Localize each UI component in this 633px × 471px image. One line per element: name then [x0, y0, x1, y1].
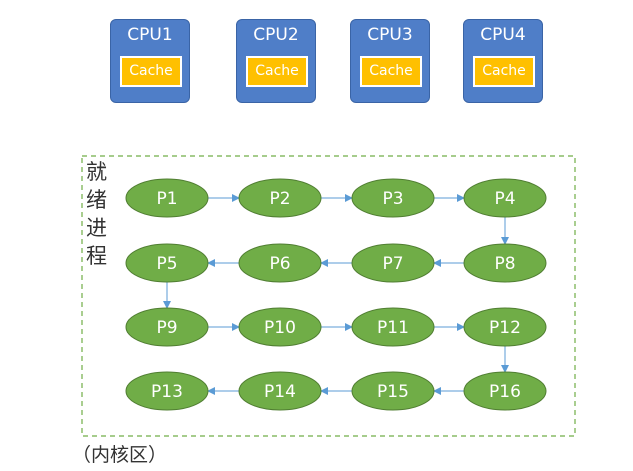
process-node	[125, 243, 209, 283]
process-label: P1	[156, 189, 177, 209]
cpu-4-label: CPU4	[480, 25, 526, 45]
process-node	[125, 178, 209, 218]
cpu-1-label: CPU1	[127, 25, 173, 45]
cpu-1: CPU1 Cache	[110, 19, 190, 103]
cpu-2-cache: Cache	[246, 56, 308, 87]
cpu-4: CPU4 Cache	[463, 19, 543, 103]
kernel-label: （内核区）	[72, 444, 168, 466]
process-p14: P14	[238, 371, 322, 411]
process-p8: P8	[463, 243, 547, 283]
process-label: P7	[382, 254, 403, 274]
process-p1: P1	[125, 178, 209, 218]
process-p4: P4	[463, 178, 547, 218]
process-label: P12	[489, 318, 521, 338]
process-p11: P11	[351, 307, 435, 347]
process-p2: P2	[238, 178, 322, 218]
process-node	[125, 307, 209, 347]
process-label: P8	[494, 254, 515, 274]
process-node	[238, 178, 322, 218]
process-p9: P9	[125, 307, 209, 347]
process-node	[238, 243, 322, 283]
cpu-3-cache: Cache	[360, 56, 422, 87]
process-node	[351, 307, 435, 347]
process-label: P5	[156, 254, 177, 274]
process-label: P11	[377, 318, 409, 338]
process-label: P15	[377, 382, 409, 402]
process-node	[238, 371, 322, 411]
process-p16: P16	[463, 371, 547, 411]
process-node	[351, 371, 435, 411]
process-label: P14	[264, 382, 296, 402]
process-node	[238, 307, 322, 347]
cpu-3-label: CPU3	[367, 25, 413, 45]
process-label: P10	[264, 318, 296, 338]
process-node	[463, 307, 547, 347]
process-label: P9	[156, 318, 177, 338]
process-label: P3	[382, 189, 403, 209]
process-p12: P12	[463, 307, 547, 347]
process-node	[463, 371, 547, 411]
process-node	[463, 178, 547, 218]
process-label: P4	[494, 189, 515, 209]
process-node	[351, 178, 435, 218]
cpu-2-label: CPU2	[253, 25, 299, 45]
process-label: P2	[269, 189, 290, 209]
process-p10: P10	[238, 307, 322, 347]
process-label: P6	[269, 254, 290, 274]
process-node	[125, 371, 209, 411]
cpu-4-cache: Cache	[473, 56, 535, 87]
process-label: P13	[151, 382, 183, 402]
process-p5: P5	[125, 243, 209, 283]
process-node	[463, 243, 547, 283]
cpu-2: CPU2 Cache	[236, 19, 316, 103]
process-node	[351, 243, 435, 283]
ready-queue-label: 就绪进程	[86, 160, 107, 268]
cpu-3: CPU3 Cache	[350, 19, 430, 103]
ready-queue-border	[81, 155, 576, 437]
cpu-1-cache: Cache	[120, 56, 182, 87]
process-p6: P6	[238, 243, 322, 283]
process-p15: P15	[351, 371, 435, 411]
process-p13: P13	[125, 371, 209, 411]
process-p7: P7	[351, 243, 435, 283]
process-p3: P3	[351, 178, 435, 218]
process-label: P16	[489, 382, 521, 402]
